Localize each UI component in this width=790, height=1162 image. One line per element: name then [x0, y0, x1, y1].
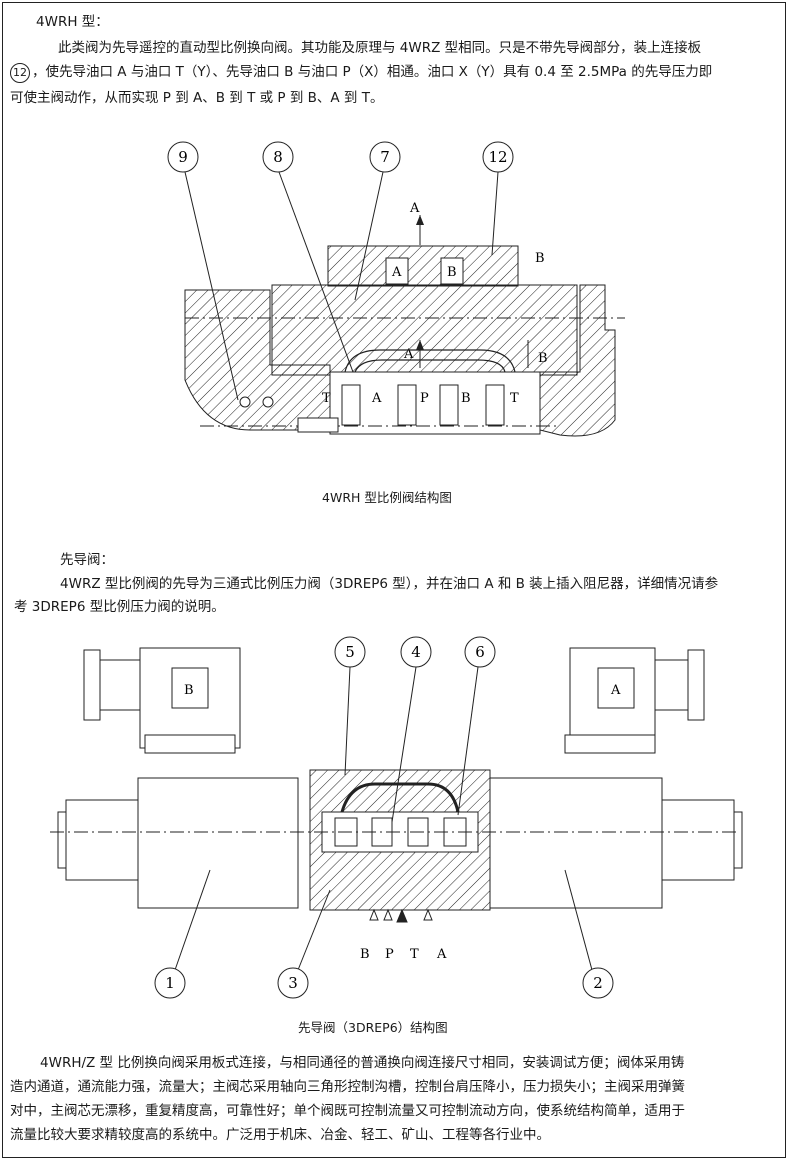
- section1-line2: 12，使先导油口 A 与油口 T（Y）、先导油口 B 与油口 P（X）相通。油口…: [10, 62, 712, 83]
- section3-line1: 4WRH/Z 型 比例换向阀采用板式连接，与相同通径的普通换向阀连接尺寸相同，安…: [40, 1055, 685, 1071]
- callout-6: 6: [457, 636, 496, 816]
- figure2-caption: 先导阀（3DREP6）结构图: [298, 1020, 448, 1035]
- svg-text:1: 1: [165, 974, 175, 992]
- section1-line3: 可使主阀动作，从而实现 P 到 A、B 到 T 或 P 到 B、A 到 T。: [10, 90, 384, 106]
- section3-line4: 流量比较大要求精较度高的系统中。广泛用于机床、冶金、轻工、矿山、工程等各行业中。: [10, 1127, 550, 1143]
- section2-line2: 考 3DREP6 型比例压力阀的说明。: [14, 599, 225, 615]
- main-spool: [341, 384, 505, 426]
- svg-text:6: 6: [475, 643, 485, 661]
- main-port-a: A: [371, 391, 382, 406]
- main-port-t1: T: [322, 391, 331, 406]
- pilot-port-b: B: [447, 265, 457, 280]
- callout-1: 1: [154, 869, 211, 999]
- port-label-t: T: [410, 947, 419, 962]
- callout-12: 12: [482, 141, 514, 256]
- callout-3: 3: [277, 889, 331, 999]
- callout-4: 4: [391, 636, 432, 823]
- callout-2: 2: [564, 869, 614, 999]
- section1-line1: 此类阀为先导遥控的直动型比例换向阀。其功能及原理与 4WRZ 型相同。只是不带先…: [58, 40, 702, 56]
- figure1-caption: 4WRH 型比例阀结构图: [322, 490, 452, 505]
- svg-text:12: 12: [488, 148, 507, 166]
- svg-text:8: 8: [273, 148, 283, 166]
- connection-plate: [327, 245, 519, 287]
- solenoid-right-label: A: [610, 683, 621, 698]
- port-arrows: [369, 908, 433, 923]
- callout-7: 7: [354, 141, 401, 301]
- port-label-b: B: [360, 947, 370, 962]
- callout-12-inline: 12: [10, 63, 30, 83]
- section2-heading: 先导阀：: [60, 552, 114, 568]
- solenoid-left-label: B: [184, 683, 194, 698]
- port-label-p: P: [385, 947, 394, 962]
- main-port-t2: T: [510, 391, 519, 406]
- figure-3drep6-pilot: B A 5 4 6 B P: [50, 636, 743, 999]
- svg-text:9: 9: [178, 148, 188, 166]
- pilot-port-a: A: [391, 265, 402, 280]
- main-port-p: P: [420, 391, 429, 406]
- section3-line3: 对中，主阀芯无漂移，重复精度高，可靠性好；单个阀既可控制流量又可控制流动方向，使…: [10, 1103, 685, 1119]
- section-mark-a-top: A: [409, 201, 424, 245]
- figure-4wrh-section: 9 8 7 12 A A B B A: [167, 141, 625, 437]
- svg-text:A: A: [409, 201, 420, 216]
- port-label-a: A: [436, 947, 447, 962]
- svg-text:B: B: [535, 251, 545, 266]
- section1-heading: 4WRH 型：: [36, 14, 109, 30]
- solenoid-left: [57, 647, 299, 909]
- callout-5: 5: [334, 636, 366, 776]
- svg-text:4: 4: [411, 643, 421, 661]
- svg-text:7: 7: [380, 148, 390, 166]
- pilot-body: [271, 284, 578, 376]
- spool-channel: [329, 371, 541, 435]
- svg-text:5: 5: [345, 643, 355, 661]
- section3-line2: 造内通道，通流能力强，流量大；主阀芯采用轴向三角形控制沟槽，控制台肩压降小，压力…: [10, 1079, 685, 1095]
- svg-text:3: 3: [288, 974, 298, 992]
- svg-text:2: 2: [593, 974, 603, 992]
- section2-line1: 4WRZ 型比例阀的先导为三通式比例压力阀（3DREP6 型），并在油口 A 和…: [60, 576, 719, 592]
- main-port-b: B: [461, 391, 471, 406]
